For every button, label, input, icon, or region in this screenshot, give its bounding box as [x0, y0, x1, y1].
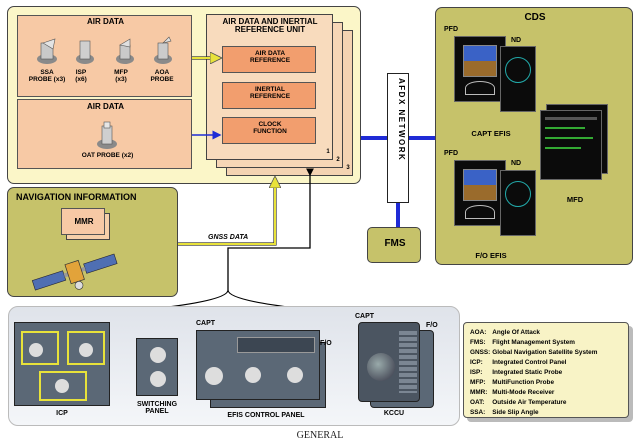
- air-data-reference-block: AIR DATA REFERENCE: [222, 46, 316, 73]
- fo-efis-label: F/O EFIS: [475, 251, 507, 260]
- fo-nd-display: [500, 170, 536, 236]
- glossary-row: FMS:Flight Management System: [470, 339, 575, 346]
- oat-probe-icon: [97, 121, 117, 149]
- mmr-label: MMR: [74, 217, 94, 226]
- kccu-fo-label: F/O: [426, 322, 438, 329]
- kccu-unit-capt: [358, 322, 420, 402]
- icp-label: ICP: [56, 410, 68, 417]
- mfp-probe-label: MFP (x3): [114, 69, 128, 83]
- air-data-probe-icons: [37, 36, 172, 64]
- kccu-label: KCCU: [383, 410, 405, 417]
- capt-pfd-label: PFD: [444, 26, 458, 33]
- glossary-row: GNSS:Global Navigation Satellite System: [470, 349, 598, 356]
- clock-function-block: CLOCK FUNCTION: [222, 117, 316, 144]
- glossary-table: AOA:Angle Of Attack FMS:Flight Managemen…: [470, 328, 599, 418]
- adiru-number-1: 1: [326, 149, 330, 155]
- afdx-network-label: AFDX NETWORK: [397, 78, 406, 162]
- afdx-network-bar: [387, 73, 409, 203]
- ssa-probe-icon: [37, 38, 57, 64]
- efis-control-panel-capt: [196, 330, 320, 400]
- air-data-oat-title: AIR DATA: [86, 102, 125, 111]
- glossary-row: ICP:Integrated Control Panel: [470, 359, 567, 366]
- kccu-capt-label: CAPT: [355, 313, 375, 320]
- cds-title: CDS: [524, 12, 546, 23]
- navigation-title: NAVIGATION INFORMATION: [16, 192, 137, 202]
- figure-caption: GENERAL: [296, 430, 344, 441]
- mfd-display: [540, 110, 602, 180]
- satellite-icon: [31, 253, 118, 291]
- oat-probe-label: OAT PROBE (x2): [81, 152, 134, 159]
- mfp-probe-icon: [116, 38, 134, 64]
- aoa-probe-label: AOA PROBE: [150, 69, 174, 83]
- gnss-data-label: GNSS DATA: [208, 234, 249, 241]
- adiru-number-2: 2: [336, 157, 340, 163]
- glossary-box: AOA:Angle Of Attack FMS:Flight Managemen…: [463, 322, 629, 418]
- isp-probe-label: ISP (x6): [75, 69, 87, 83]
- ssa-probe-label: SSA PROBE (x3): [28, 69, 66, 83]
- capt-pfd-display: [454, 36, 506, 102]
- glossary-row: SSA:Side Slip Angle: [470, 409, 539, 416]
- adiru-number-3: 3: [346, 165, 350, 171]
- efis-control-panel-label: EFIS CONTROL PANEL: [227, 412, 305, 419]
- glossary-row: MFP:MultiFunction Probe: [470, 379, 555, 386]
- aoa-probe-icon: [154, 36, 172, 64]
- glossary-row: ISP:Integrated Static Probe: [470, 369, 563, 376]
- switching-panel: [136, 338, 178, 396]
- capt-nd-display: [500, 46, 536, 112]
- adiru-title: AIR DATA AND INERTIAL REFERENCE UNIT: [222, 17, 318, 35]
- fo-pfd-display: [454, 160, 506, 226]
- navigation-information-box: NAVIGATION INFORMATION: [7, 187, 178, 297]
- efis-capt-label: CAPT: [196, 320, 216, 327]
- air-data-title: AIR DATA: [86, 17, 125, 26]
- fo-pfd-label: PFD: [444, 150, 458, 157]
- glossary-row: MMR:Multi-Mode Receiver: [470, 389, 555, 396]
- glossary-row: OAT:Outside Air Temperature: [470, 399, 567, 406]
- switching-panel-label: SWITCHING PANEL: [136, 401, 178, 416]
- inertial-reference-block: INERTIAL REFERENCE: [222, 82, 316, 109]
- fms-label: FMS: [384, 238, 406, 249]
- mmr-box: MMR: [61, 208, 105, 235]
- capt-nd-label: ND: [511, 37, 522, 44]
- mfd-label: MFD: [566, 195, 584, 204]
- capt-efis-label: CAPT EFIS: [471, 129, 511, 138]
- isp-probe-icon: [76, 40, 94, 64]
- glossary-row: AOA:Angle Of Attack: [470, 329, 540, 336]
- fms-box: FMS: [367, 227, 421, 263]
- fo-nd-label: ND: [511, 160, 522, 167]
- icp-panel: [14, 322, 110, 406]
- efis-fo-label: F/O: [320, 340, 332, 347]
